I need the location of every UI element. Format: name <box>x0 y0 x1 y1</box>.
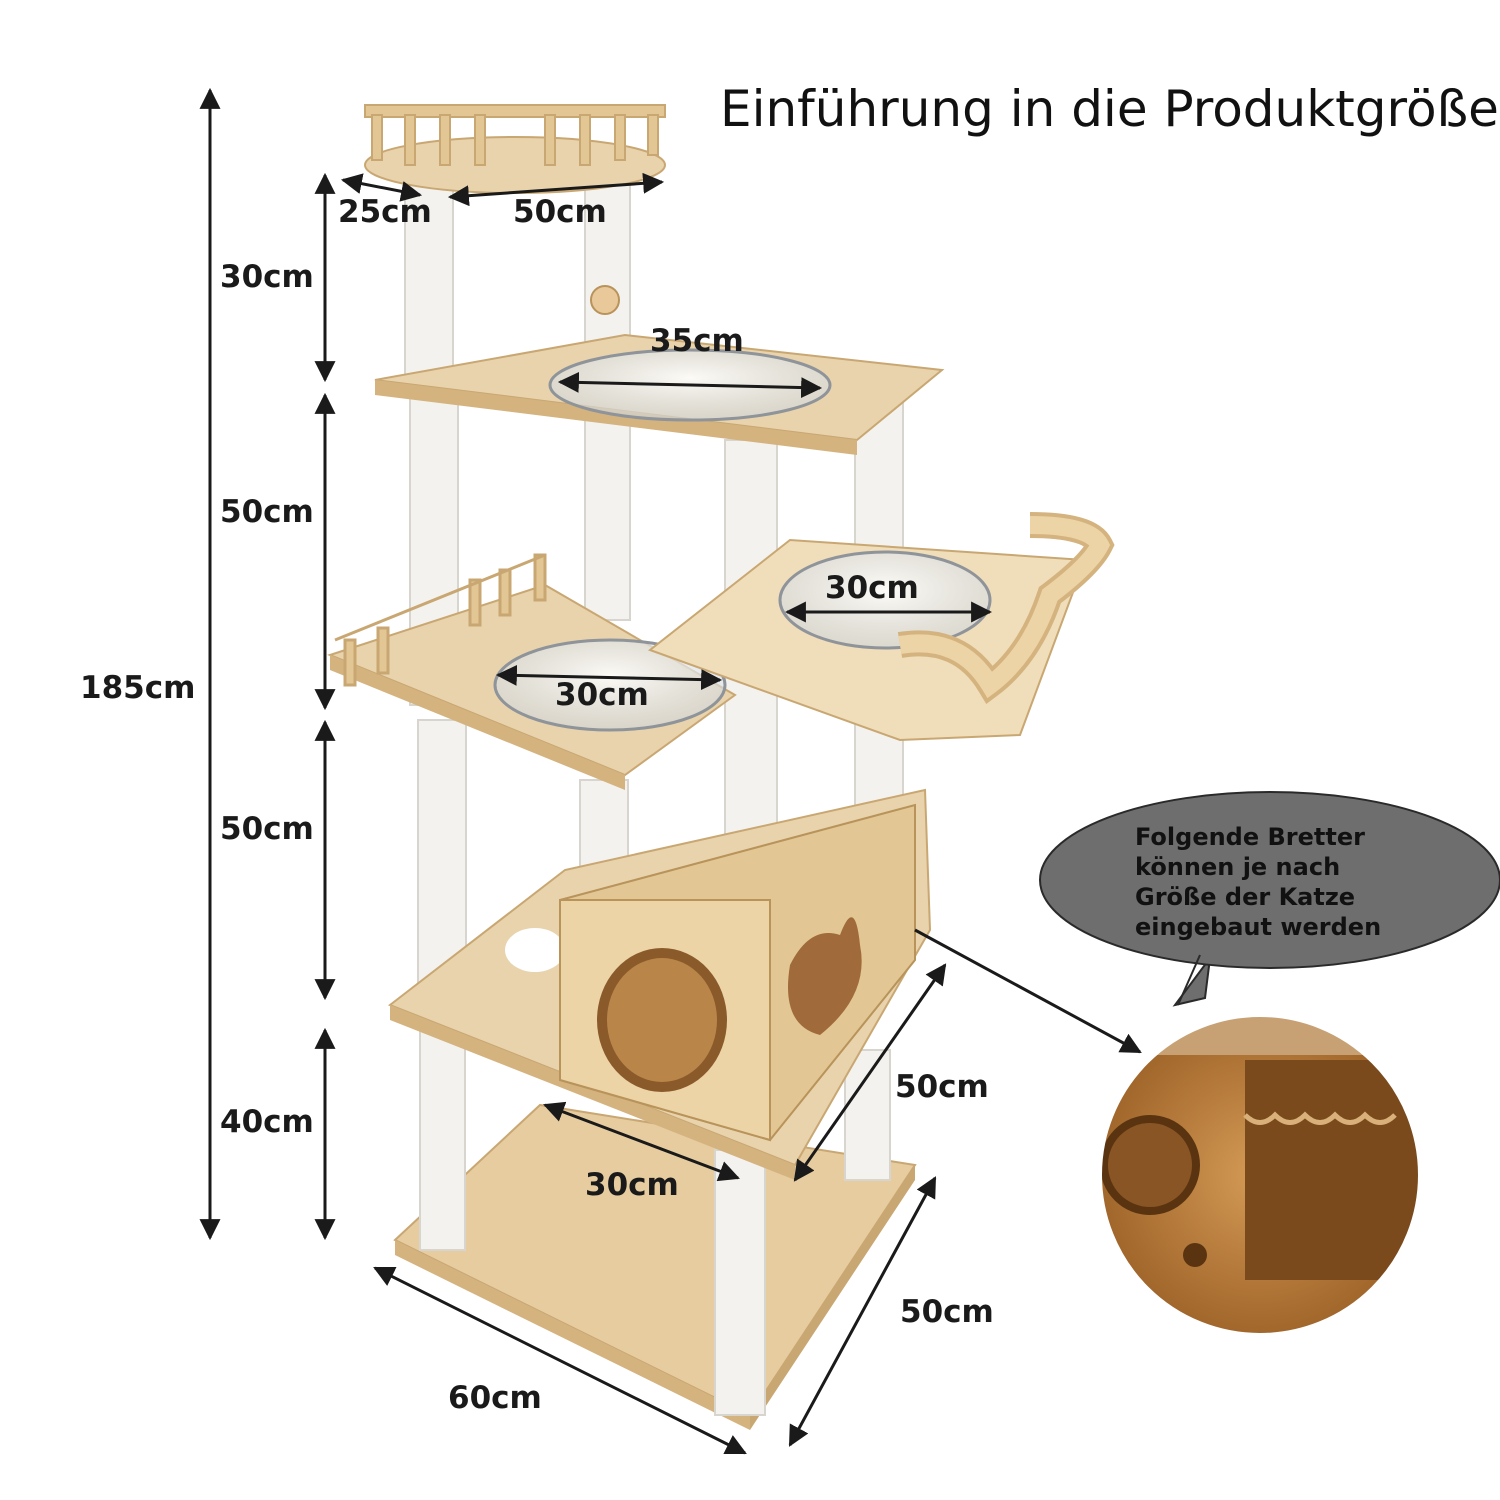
dim-top-platform-width: 50cm <box>513 194 607 230</box>
dim-hammock-large: 35cm <box>650 323 744 359</box>
dim-third-section-height: 50cm <box>220 811 314 847</box>
detail-photo <box>1100 1015 1420 1335</box>
dim-house-width: 30cm <box>585 1167 679 1203</box>
callout-line: können je nach <box>1135 853 1341 881</box>
dim-house-depth: 50cm <box>895 1069 989 1105</box>
dim-bottom-section-height: 40cm <box>220 1104 314 1140</box>
left-platform <box>327 553 737 790</box>
page-title: Einführung in die Produktgröße <box>720 80 1499 138</box>
callout-line: Größe der Katze <box>1135 883 1356 911</box>
dim-base-width: 60cm <box>448 1380 542 1416</box>
dim-top-section-height: 30cm <box>220 259 314 295</box>
dim-top-platform-depth: 25cm <box>338 194 432 230</box>
dim-second-section-height: 50cm <box>220 494 314 530</box>
dim-hammock-right: 30cm <box>825 570 919 606</box>
dimension-arrows <box>199 87 1142 1455</box>
dim-base-depth: 50cm <box>900 1294 994 1330</box>
callout-line: eingebaut werden <box>1135 913 1382 941</box>
callout-text: Folgende Bretter können je nach Größe de… <box>1135 822 1381 942</box>
dim-total-height: 185cm <box>80 670 196 706</box>
right-platform <box>647 512 1115 742</box>
callout-bubble <box>1039 791 1500 1007</box>
dim-hammock-left: 30cm <box>555 677 649 713</box>
callout-line: Folgende Bretter <box>1135 823 1365 851</box>
